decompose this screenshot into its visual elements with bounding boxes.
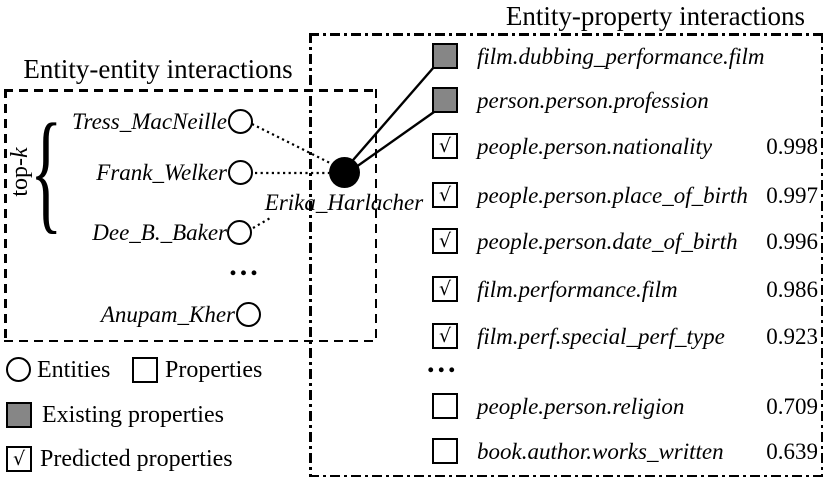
left-box-title: Entity-entity interactions bbox=[23, 54, 293, 84]
legend-property-square-icon bbox=[132, 357, 158, 383]
entity-property-box-border-right bbox=[820, 33, 823, 477]
plain-property-icon bbox=[432, 393, 458, 419]
entity-label-tress: Tress_MacNeille bbox=[71, 109, 227, 134]
entity-label-frank: Frank_Welker bbox=[96, 160, 227, 185]
entity-circle-icon-frank bbox=[228, 160, 253, 185]
edge-to-existing-property-2 bbox=[348, 111, 435, 173]
property-score: 0.639 bbox=[766, 439, 818, 464]
dotted-edge-tress bbox=[251, 123, 337, 167]
property-label: people.person.date_of_birth bbox=[477, 229, 738, 254]
legend-predicted-check-icon: √ bbox=[6, 446, 32, 472]
entity-entity-box-border-left bbox=[4, 89, 7, 342]
property-row: √ film.performance.film 0.986 bbox=[432, 276, 818, 304]
plain-property-icon bbox=[432, 438, 458, 464]
property-score: 0.986 bbox=[766, 277, 818, 302]
property-label: people.person.religion bbox=[477, 394, 685, 419]
property-row: √ people.person.place_of_birth 0.997 bbox=[432, 182, 818, 210]
properties-ellipsis: ... bbox=[427, 346, 459, 379]
entity-property-box-border-left bbox=[309, 33, 312, 477]
entity-circle-icon-tress bbox=[228, 109, 253, 134]
property-score: 0.997 bbox=[766, 183, 818, 208]
entity-entity-box-border-top bbox=[4, 89, 377, 92]
legend-existing-label: Existing properties bbox=[42, 402, 224, 428]
property-row: book.author.works_written 0.639 bbox=[432, 438, 818, 466]
property-score: 0.709 bbox=[766, 394, 818, 419]
check-glyph: √ bbox=[438, 134, 452, 157]
property-row: √ people.person.nationality 0.998 bbox=[432, 133, 818, 161]
existing-property-icon bbox=[432, 87, 458, 113]
predicted-check-icon: √ bbox=[432, 323, 458, 349]
property-score: 0.996 bbox=[766, 229, 818, 254]
property-row: √ people.person.date_of_birth 0.996 bbox=[432, 228, 818, 256]
legend-predicted-label: Predicted properties bbox=[40, 446, 233, 472]
entity-circle-icon-anupam bbox=[236, 302, 261, 327]
entity-property-box-border-top bbox=[309, 33, 823, 36]
check-glyph: √ bbox=[438, 229, 452, 252]
property-label: film.perf.special_perf_type bbox=[477, 324, 725, 349]
property-row: film.dubbing_performance.film bbox=[432, 43, 818, 71]
legend-entity-circle-icon bbox=[6, 357, 31, 382]
edge-to-existing-property-1 bbox=[346, 66, 435, 168]
entity-property-box-border-bottom bbox=[309, 474, 823, 477]
property-row: people.person.religion 0.709 bbox=[432, 393, 818, 421]
entity-label-dee: Dee_B._Baker bbox=[92, 220, 227, 245]
predicted-check-icon: √ bbox=[432, 133, 458, 159]
property-label: book.author.works_written bbox=[477, 439, 724, 464]
property-row: √ film.perf.special_perf_type 0.923 bbox=[432, 323, 818, 351]
property-score: 0.998 bbox=[766, 134, 818, 159]
property-label: people.person.nationality bbox=[477, 134, 713, 159]
legend-entities-label: Entities bbox=[37, 357, 111, 383]
check-glyph: √ bbox=[12, 447, 26, 470]
legend-existing-property-icon bbox=[6, 402, 32, 428]
check-glyph: √ bbox=[438, 324, 452, 347]
check-glyph: √ bbox=[438, 183, 452, 206]
right-box-title: Entity-property interactions bbox=[505, 1, 806, 31]
property-label: people.person.place_of_birth bbox=[477, 183, 748, 208]
predicted-check-icon: √ bbox=[432, 276, 458, 302]
property-label: film.performance.film bbox=[477, 277, 678, 302]
existing-property-icon bbox=[432, 43, 458, 69]
check-glyph: √ bbox=[438, 277, 452, 300]
predicted-check-icon: √ bbox=[432, 182, 458, 208]
property-score: 0.923 bbox=[766, 324, 818, 349]
property-label: film.dubbing_performance.film bbox=[477, 44, 765, 69]
legend-properties-label: Properties bbox=[165, 357, 263, 383]
entity-label-anupam: Anupam_Kher bbox=[100, 302, 235, 327]
entity-circle-icon-dee bbox=[227, 220, 252, 245]
dotted-edge-dee bbox=[252, 216, 273, 229]
property-row: person.person.profession bbox=[432, 87, 818, 115]
center-entity-node bbox=[329, 157, 360, 188]
predicted-check-icon: √ bbox=[432, 228, 458, 254]
entity-entity-box-border-right bbox=[374, 89, 377, 342]
property-label: person.person.profession bbox=[477, 88, 709, 113]
entity-entity-box-border-bottom bbox=[4, 339, 377, 342]
center-entity-label: Erika_Harlacher bbox=[264, 190, 424, 215]
entities-ellipsis: ... bbox=[229, 249, 261, 282]
top-k-brace: { bbox=[30, 97, 63, 246]
